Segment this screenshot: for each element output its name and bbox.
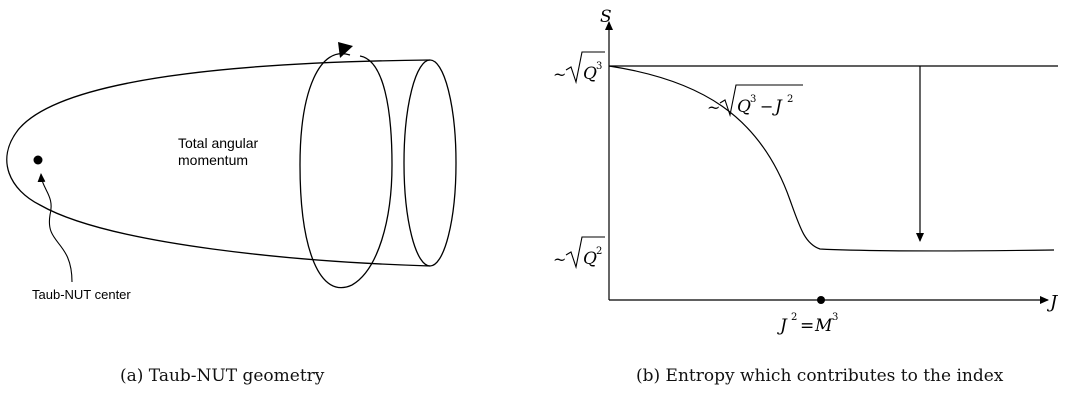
taub-nut-center-dot	[33, 155, 43, 165]
svg-text:Q: Q	[737, 97, 751, 117]
svg-text:M: M	[814, 316, 833, 336]
svg-text:2: 2	[791, 312, 797, 323]
svg-text:~: ~	[707, 98, 720, 117]
svg-text:J: J	[772, 97, 783, 117]
svg-text:−: −	[760, 97, 773, 116]
svg-text:3: 3	[596, 61, 602, 72]
svg-text:J: J	[777, 316, 788, 336]
rotation-loop-front	[351, 55, 393, 286]
entropy-plot-panel: S J ~ Q 3 ~ Q 2 ~ Q 3 −	[553, 7, 1059, 336]
rotation-arrow-icon	[338, 42, 353, 58]
svg-text:~: ~	[553, 250, 566, 269]
taub-nut-geometry-panel: Total angular momentum Taub-NUT center	[6, 42, 457, 302]
center-pointer-line	[37, 173, 73, 283]
svg-text:Q: Q	[583, 64, 597, 84]
svg-text:3: 3	[832, 312, 838, 323]
tick-label-sqrt-q2: ~ Q 2	[553, 236, 605, 270]
svg-text:2: 2	[787, 94, 793, 105]
taub-nut-center-label: Taub-NUT center	[32, 287, 131, 302]
cigar-outline	[6, 59, 431, 267]
j-squared-marker-label: J 2 = M 3	[777, 312, 838, 336]
momentum-label-line2: momentum	[178, 152, 248, 168]
curve-label: ~ Q 3 − J 2	[707, 84, 803, 118]
caption-b: (b) Entropy which contributes to the ind…	[636, 366, 1004, 386]
y-axis-label: S	[600, 7, 612, 27]
svg-text:3: 3	[750, 94, 756, 105]
figure-canvas: Total angular momentum Taub-NUT center S…	[6, 7, 1059, 336]
x-axis-label: J	[1046, 292, 1059, 313]
entropy-curve	[608, 65, 1055, 252]
svg-text:~: ~	[553, 65, 566, 84]
cigar-end-cap	[403, 59, 457, 267]
svg-text:Q: Q	[583, 249, 597, 269]
caption-a: (a) Taub-NUT geometry	[120, 366, 325, 386]
svg-text:2: 2	[596, 246, 602, 257]
j-squared-marker-dot	[817, 296, 825, 304]
tick-label-sqrt-q3: ~ Q 3	[553, 51, 605, 85]
svg-text:=: =	[800, 316, 814, 336]
momentum-label-line1: Total angular	[178, 135, 259, 151]
rotation-loop-back	[299, 53, 353, 289]
